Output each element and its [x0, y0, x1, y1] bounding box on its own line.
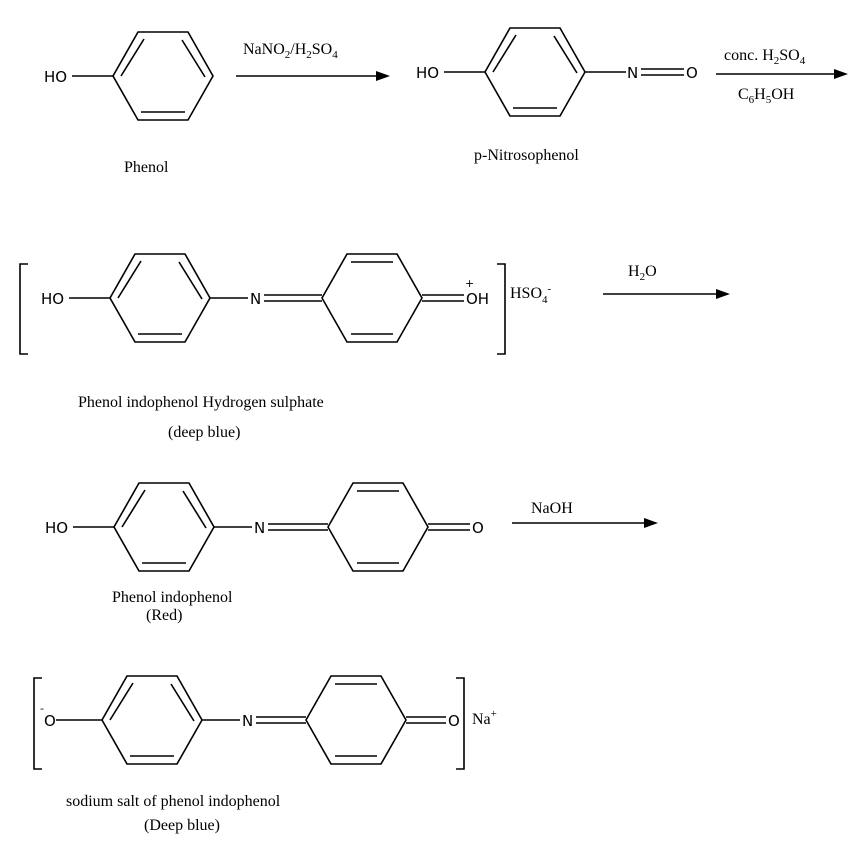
- n-label: N: [254, 519, 265, 537]
- indophenol-color: (Red): [146, 607, 182, 624]
- sodium-salt-color: (Deep blue): [144, 817, 220, 834]
- nitrosophenol-ho-label: HO: [416, 64, 439, 82]
- quinoid-ring: [321, 253, 423, 343]
- reagent-3-label: H2O: [628, 263, 657, 283]
- indophenol-caption: Phenol indophenol: [112, 589, 233, 606]
- left-bracket: [33, 677, 42, 770]
- phenol-inner-bond: [117, 260, 142, 299]
- phenolate-ring: [101, 675, 203, 765]
- reagent-2-below-label: C6H5OH: [738, 86, 795, 106]
- phenol-ring: [109, 253, 211, 343]
- n-label: N: [242, 712, 253, 730]
- quinoid-ring: [305, 675, 407, 765]
- o-label: O: [472, 519, 484, 537]
- nitrosophenol-structure: HO N O: [416, 27, 698, 117]
- phenol-inner-bond: [181, 39, 206, 78]
- nitrosophenol-inner-bond: [553, 35, 578, 74]
- arrow-1-head: [376, 71, 390, 81]
- ho-label: HO: [45, 519, 68, 537]
- reagent-2-above-label: conc. H2SO4: [724, 47, 806, 67]
- left-bracket: [19, 263, 28, 355]
- nitrosophenol-inner-bond: [492, 34, 517, 73]
- reaction-arrow-2: [716, 69, 848, 79]
- phenolate-inner-bond: [109, 682, 134, 721]
- nitrosophenol-n-label: N: [627, 64, 638, 82]
- phenol-inner-bond: [182, 490, 207, 529]
- quinoid-ring: [327, 482, 429, 572]
- oxonium-plus-label: +: [465, 277, 474, 290]
- phenol-inner-bond: [178, 261, 203, 300]
- phenol-structure: HO: [44, 31, 214, 121]
- indophenol-structure: HO N O: [45, 482, 484, 572]
- n-label: N: [250, 290, 261, 308]
- phenolate-inner-bond: [170, 683, 195, 722]
- phenol-inner-bond: [120, 38, 145, 77]
- nitrosophenol-o-label: O: [686, 64, 698, 82]
- reaction-arrow-3: [603, 289, 730, 299]
- ho-label: HO: [41, 290, 64, 308]
- arrow-3-head: [716, 289, 730, 299]
- phenol-ring: [113, 482, 215, 572]
- arrow-2-head: [834, 69, 848, 79]
- quinone-o-label: O: [448, 712, 460, 730]
- phenolate-o-label: O: [44, 712, 56, 730]
- nitrosophenol-ring: [484, 27, 586, 117]
- indophenol-sulphate-caption: Phenol indophenol Hydrogen sulphate: [78, 394, 324, 411]
- reagent-1-label: NaNO2/H2SO4: [243, 41, 338, 61]
- right-bracket: [456, 677, 465, 770]
- nitrosophenol-caption: p-Nitrosophenol: [474, 147, 579, 164]
- phenol-caption: Phenol: [124, 159, 169, 176]
- hydrogen-sulphate-label: HSO4-: [510, 283, 552, 306]
- oh-label: OH: [466, 290, 489, 308]
- sodium-salt-structure: O - N O: [40, 675, 460, 765]
- reaction-arrow-4: [512, 518, 658, 528]
- right-bracket: [497, 263, 506, 355]
- sodium-ion-label: Na+: [472, 708, 497, 728]
- sodium-salt-caption: sodium salt of phenol indophenol: [66, 793, 281, 810]
- reaction-arrow-1: [236, 71, 390, 81]
- indophenol-sulphate-color: (deep blue): [168, 424, 240, 441]
- reagent-4-label: NaOH: [531, 500, 573, 517]
- phenol-ring: [112, 31, 214, 121]
- phenol-inner-bond: [121, 489, 146, 528]
- phenol-ho-label: HO: [44, 68, 67, 86]
- arrow-4-head: [644, 518, 658, 528]
- indophenol-sulphate-structure: HO N OH +: [41, 253, 489, 343]
- phenolate-minus-label: -: [40, 702, 44, 715]
